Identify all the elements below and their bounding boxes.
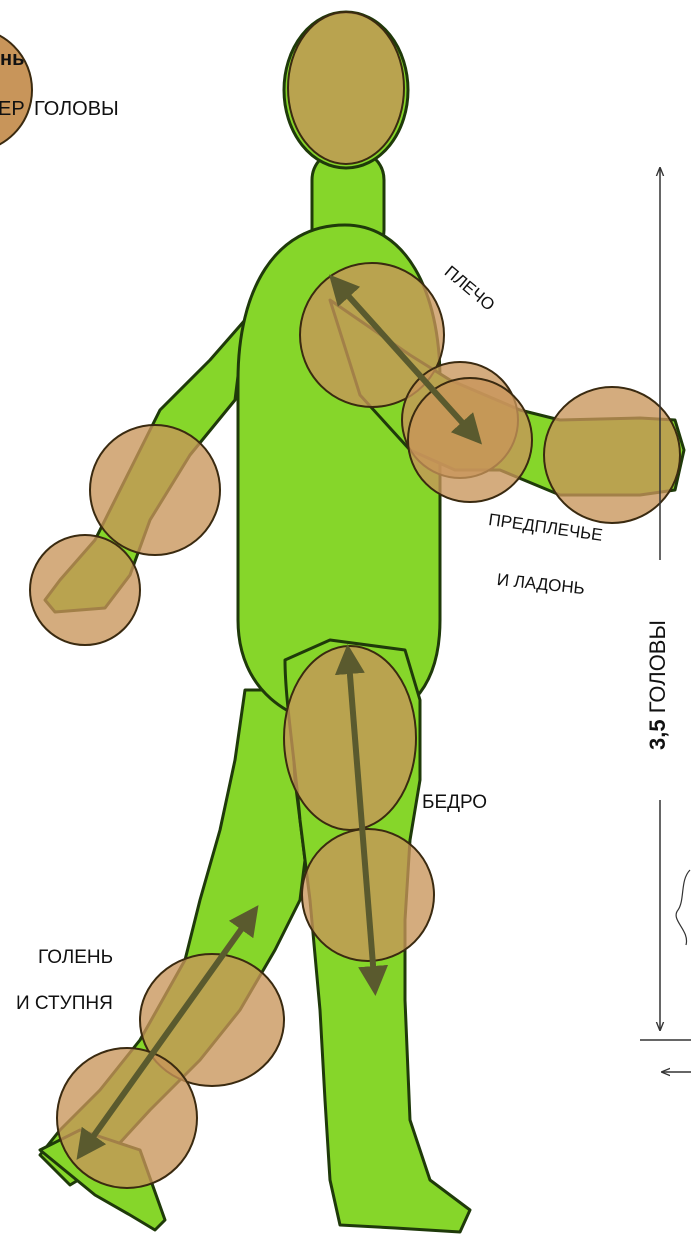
back-upper-arm-circle (90, 425, 220, 555)
label-top-left-bold: нь (0, 48, 24, 71)
reference-head-circle (0, 28, 32, 152)
label-shin-line2: И СТУПНЯ (16, 993, 113, 1015)
label-top-left-a: ЕР (0, 98, 25, 121)
label-thigh: БЕДРО (422, 792, 487, 814)
label-scale-number: 3,5 (645, 719, 670, 750)
label-top-left-b: ГОЛОВЫ (34, 98, 119, 121)
foot-circle (57, 1048, 197, 1188)
forearm-circle (408, 378, 532, 502)
head-circle (288, 12, 404, 164)
back-hand-circle (30, 535, 140, 645)
label-shin-line1: ГОЛЕНЬ (38, 947, 113, 969)
label-scale: 3,5 ГОЛОВЫ (645, 620, 671, 750)
label-scale-text: ГОЛОВЫ (645, 620, 670, 713)
